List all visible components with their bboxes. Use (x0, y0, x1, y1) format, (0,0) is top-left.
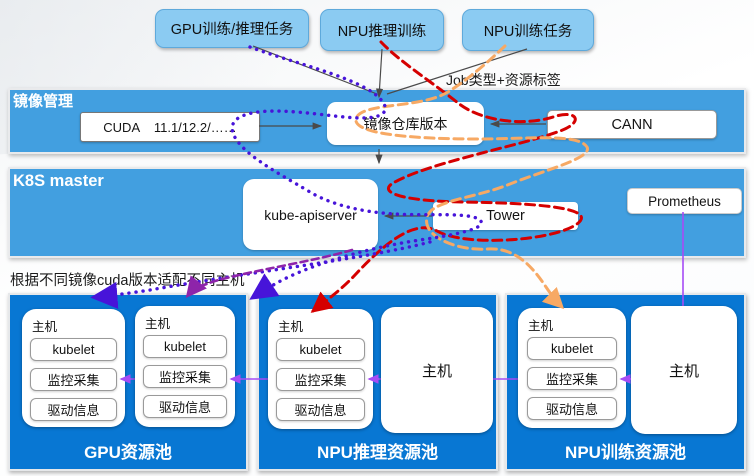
tower-box: Tower (433, 202, 578, 230)
comp-kubelet: kubelet (276, 338, 365, 361)
kube-apiserver-box: kube-apiserver (243, 179, 378, 250)
image-repo-box: 镜像仓库版本 (327, 102, 484, 145)
host-card: 主机 kubelet 监控采集 驱动信息 (518, 308, 626, 428)
host-card-plain: 主机 (381, 307, 493, 433)
k8s-master-title: K8S master (13, 172, 104, 190)
host-card-plain: 主机 (631, 306, 737, 434)
comp-driver: 驱动信息 (526, 397, 618, 420)
host-components: kubelet 监控采集 驱动信息 (518, 337, 626, 420)
cann-box: CANN (547, 110, 717, 139)
comp-kubelet: kubelet (143, 335, 227, 358)
pool-name: NPU推理资源池 (317, 443, 438, 462)
host-components: kubelet 监控采集 驱动信息 (22, 338, 125, 421)
host-label: 主机 (528, 319, 554, 333)
host-components: kubelet 监控采集 驱动信息 (268, 338, 373, 421)
cuda-version-box: CUDA 11.1/12.2/…… (80, 112, 260, 142)
comp-monitor: 监控采集 (30, 368, 117, 391)
host-card: 主机 kubelet 监控采集 驱动信息 (22, 309, 125, 427)
comp-driver: 驱动信息 (276, 398, 365, 421)
host-adapt-note: 根据不同镜像cuda版本适配不同主机 (10, 273, 245, 289)
image-mgmt-title: 镜像管理 (13, 93, 74, 110)
pool-name: GPU资源池 (84, 443, 172, 462)
host-label: 主机 (32, 320, 58, 334)
task-box-npu-train: NPU训练任务 (462, 9, 594, 51)
host-label: 主机 (145, 317, 171, 331)
prometheus-box: Prometheus (627, 188, 742, 214)
comp-monitor: 监控采集 (526, 367, 618, 390)
task-box-npu-inference: NPU推理训练 (320, 9, 444, 51)
job-type-label: Job类型+资源标签 (446, 72, 561, 88)
host-components: kubelet 监控采集 驱动信息 (135, 335, 235, 418)
comp-kubelet: kubelet (526, 337, 618, 360)
host-card: 主机 kubelet 监控采集 驱动信息 (268, 309, 373, 429)
pool-name: NPU训练资源池 (565, 443, 686, 462)
host-card: 主机 kubelet 监控采集 驱动信息 (135, 306, 235, 427)
comp-kubelet: kubelet (30, 338, 117, 361)
task-box-gpu-train: GPU训练/推理任务 (155, 9, 309, 48)
comp-monitor: 监控采集 (276, 368, 365, 391)
host-label: 主机 (278, 320, 304, 334)
comp-driver: 驱动信息 (143, 395, 227, 418)
comp-monitor: 监控采集 (143, 365, 227, 388)
comp-driver: 驱动信息 (30, 398, 117, 421)
